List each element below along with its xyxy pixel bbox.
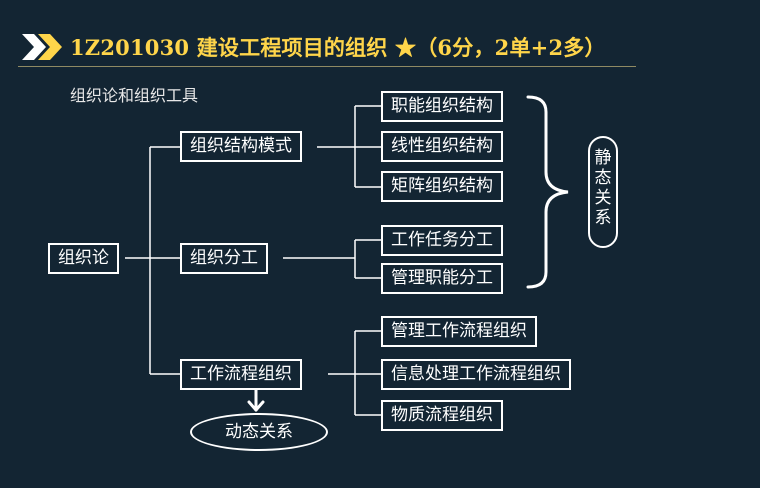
static-relation-label: 静 态 关 系	[588, 136, 618, 248]
node-matrix-structure: 矩阵组织结构	[381, 171, 503, 202]
node-branch-structure-mode: 组织结构模式	[180, 131, 302, 162]
static-relation-char: 静	[594, 148, 612, 168]
node-root: 组织论	[48, 243, 119, 274]
node-task-division: 工作任务分工	[381, 225, 503, 256]
static-brace	[526, 95, 569, 289]
static-relation-char: 系	[594, 208, 612, 228]
static-relation-char: 关	[594, 188, 612, 208]
title-divider	[18, 66, 636, 67]
connector-group-3	[328, 330, 381, 416]
section-subtitle: 组织论和组织工具	[70, 86, 199, 105]
node-management-function-division: 管理职能分工	[381, 263, 503, 294]
node-branch-division: 组织分工	[180, 243, 268, 274]
dynamic-relation-label: 动态关系	[190, 413, 328, 451]
static-relation-char: 态	[594, 168, 612, 188]
node-branch-workflow: 工作流程组织	[180, 359, 302, 390]
node-linear-structure: 线性组织结构	[381, 131, 503, 162]
connector-group-2	[283, 239, 381, 279]
dynamic-arrow	[247, 388, 265, 412]
node-functional-structure: 职能组织结构	[381, 91, 503, 122]
node-management-workflow: 管理工作流程组织	[381, 316, 537, 347]
connector-group-1	[317, 105, 381, 188]
slide-header: 1Z201030 建设工程项目的组织 ★（6分，2单+2多）	[0, 0, 760, 68]
slide-title: 1Z201030 建设工程项目的组织 ★（6分，2单+2多）	[70, 35, 606, 60]
node-information-workflow: 信息处理工作流程组织	[381, 359, 571, 390]
node-material-workflow: 物质流程组织	[381, 400, 503, 431]
double-chevron-icon	[22, 34, 62, 60]
